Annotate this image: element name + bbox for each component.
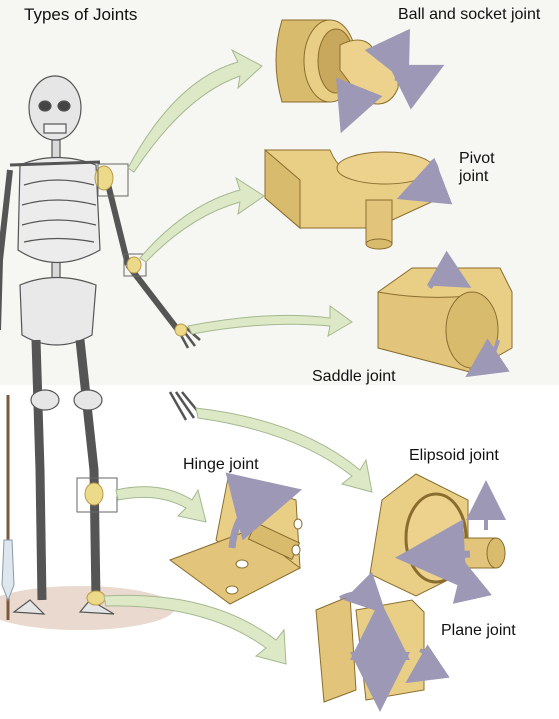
skeleton: [0, 75, 201, 615]
ball-socket-model: [275, 19, 445, 134]
ellipsoid-model: [369, 473, 506, 604]
hand-lower: [168, 391, 201, 421]
ribcage: [17, 156, 101, 264]
arm-left: [0, 169, 13, 331]
staff-blade: [1, 539, 15, 602]
label-pivot-joint: Pivot joint: [459, 150, 495, 185]
leg-left: [31, 339, 47, 601]
label-ball-and-socket-joint: Ball and socket joint: [398, 6, 541, 23]
leg-right: [75, 339, 101, 601]
foot-left: [12, 599, 46, 615]
saddle-model: [377, 250, 513, 378]
label-ellipsoid-joint: Elipsoid joint: [409, 447, 499, 464]
label-hinge-joint: Hinge joint: [183, 456, 259, 473]
pointer-arrows: [103, 48, 373, 665]
label-saddle-joint: Saddle joint: [312, 368, 396, 385]
plane-model: [315, 571, 450, 712]
label-plane-joint: Plane joint: [441, 622, 516, 639]
joint-highlights: [84, 165, 188, 606]
pivot-model: [264, 148, 453, 250]
diagram-title: Types of Joints: [24, 5, 138, 24]
hinge-model: [168, 472, 303, 605]
foot-right: [78, 599, 115, 615]
pelvis: [19, 276, 97, 346]
